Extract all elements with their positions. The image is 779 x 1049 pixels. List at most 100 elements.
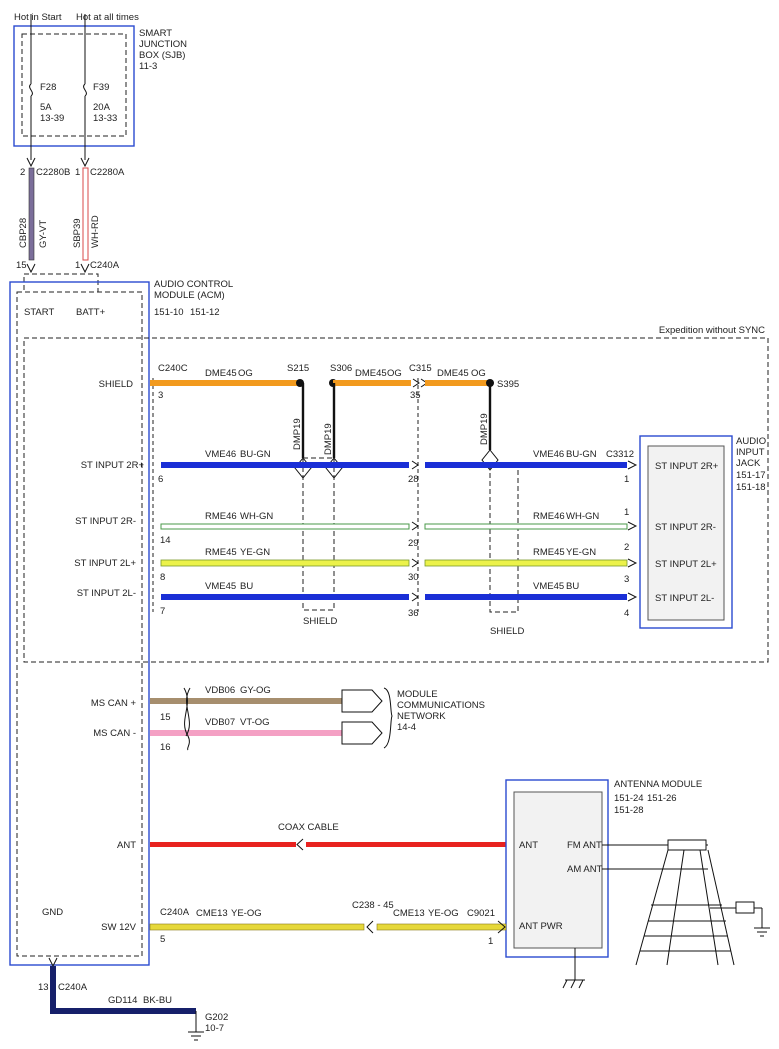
wire-cbp28-color: GY-VT [38, 220, 49, 248]
c240a-top-pin-a: 15 [16, 260, 27, 271]
wire-2l-minus-left [161, 594, 409, 600]
gnd-conn: C240A [58, 982, 88, 993]
wire-shield-3-circuit: DME45 [437, 368, 469, 379]
sjb-name-2: JUNCTION [139, 39, 187, 50]
sig-2lm-right-pin: 3 [624, 574, 629, 585]
gnd-id: G202 [205, 1012, 228, 1023]
sig-2rp-circuit-r: VME46 [533, 449, 564, 460]
antenna-pin-pwr: ANT PWR [519, 921, 563, 932]
splice-s215: S215 [287, 363, 309, 374]
sw12v-w2-circuit: CME13 [393, 908, 425, 919]
sig-2rm-color-r: WH-GN [566, 511, 599, 522]
gnd-ref: 10-7 [205, 1023, 224, 1034]
c315-name: C315 [409, 363, 432, 374]
fuse-f39-id: F39 [93, 82, 109, 93]
jack-name-3: JACK [736, 458, 761, 469]
jack-pin-2r-minus: ST INPUT 2R- [655, 522, 716, 533]
jack-conn: C3312 [606, 449, 634, 460]
sw12v-inline-conn: C238 - 45 [352, 900, 394, 911]
sjb-name-1: SMART [139, 28, 172, 39]
c3312-2rp-arrow-icon [627, 460, 638, 470]
sig-2rp-mid-pin: 28 [408, 474, 419, 485]
fuse-f28-icon [29, 83, 33, 97]
wire-shield-3-color: OG [471, 368, 486, 379]
jack-box [639, 435, 733, 629]
jack-ref-a: 151-17 [736, 470, 766, 481]
network-name-2: COMMUNICATIONS [397, 700, 485, 711]
acm-ref-b: 151-12 [190, 307, 220, 318]
acm-pin-2r-plus: ST INPUT 2R+ [81, 460, 145, 471]
wire-2l-minus-right [425, 594, 627, 600]
fuse-f28-rating: 5A [40, 102, 52, 113]
c315-arrow-icon [412, 378, 420, 388]
sig-2rm-right-pin: 1 [624, 507, 629, 518]
wire-shield-1-circuit: DME45 [205, 368, 237, 379]
splice-s306: S306 [330, 363, 352, 374]
wire-sbp39 [82, 167, 89, 261]
sig-2rp-left-pin: 6 [158, 474, 163, 485]
coax-connector-arrow-icon [296, 838, 304, 851]
network-name-3: NETWORK [397, 711, 446, 722]
sig-2lm-left-pin: 7 [160, 606, 165, 617]
jack-name-1: AUDIO [736, 436, 766, 447]
wire-shield-2-circuit: DME45 [355, 368, 387, 379]
sw12v-conn-a: C240A [160, 907, 190, 918]
sig-2lm-color-l: BU [240, 581, 253, 592]
antenna-grid-left-b [666, 849, 685, 966]
fm-element-icon [667, 839, 707, 851]
sig-2rp-circuit-l: VME46 [205, 449, 236, 460]
variant-label: Expedition without SYNC [659, 325, 765, 336]
wire-sw12v-2 [376, 923, 507, 931]
sig-2lm-circuit-r: VME45 [533, 581, 564, 592]
antenna-gnd-hatch-c [578, 979, 584, 989]
wire-2r-minus-left [160, 523, 410, 530]
shield-box-a [302, 457, 335, 611]
sig-2rm-mid-pin: 29 [408, 538, 419, 549]
wire-2r-plus-right [425, 462, 627, 468]
acm-pin-sw12v: SW 12V [101, 922, 137, 933]
mscan-minus-color: VT-OG [240, 717, 270, 728]
fuse-f39-icon [83, 83, 87, 97]
c3312-2rm-arrow-icon [627, 521, 638, 531]
antenna-module-inner [513, 791, 603, 949]
mscan-plus-color: GY-OG [240, 685, 271, 696]
antenna-pin-am: AM ANT [567, 864, 603, 875]
antenna-module-ref-a: 151-24 [614, 793, 644, 804]
acm-pin-2r-minus: ST INPUT 2R- [75, 516, 136, 527]
sig-2lm-circuit-l: VME45 [205, 581, 236, 592]
mscan-minus-network-arrow-icon [341, 721, 383, 745]
wire-coax-left [150, 842, 296, 847]
jack-ref-b: 151-18 [736, 482, 766, 493]
shield-box-b [489, 465, 519, 613]
sjb-feed-always: Hot at all times [76, 12, 139, 23]
sjb-box [13, 25, 135, 147]
wire-sbp39-circuit: SBP39 [72, 218, 83, 248]
sig-2lp-right-pin: 2 [624, 542, 629, 553]
wire-mscan-plus [150, 698, 342, 704]
antenna-resistor-icon [735, 901, 755, 914]
c315-pin: 35 [410, 390, 421, 401]
antenna-gnd-hatch-b [570, 979, 576, 989]
drain-b-label: DMP19 [323, 423, 334, 455]
network-brace-icon [383, 687, 393, 749]
mscan-minus-circuit: VDB07 [205, 717, 235, 728]
wire-sbp39-color: WH-RD [90, 215, 101, 248]
sig-2rp-color-l: BU-GN [240, 449, 271, 460]
c2280b-pin: 2 [20, 167, 25, 178]
shield-pin: 3 [158, 390, 163, 401]
sig-2rm-color-l: WH-GN [240, 511, 273, 522]
acm-pin-2l-plus: ST INPUT 2L+ [74, 558, 136, 569]
shield-box-b-label: SHIELD [490, 626, 524, 637]
c2280b-name: C2280B [36, 167, 70, 178]
gnd-pin: 13 [38, 982, 49, 993]
wire-gnd-vertical [50, 966, 56, 1014]
wire-shield-2-color: OG [387, 368, 402, 379]
c315-2lm-arrow-icon [411, 592, 419, 602]
acm-box [9, 281, 150, 966]
antenna-module-ref-b: 151-26 [647, 793, 677, 804]
acm-name-1: AUDIO CONTROL [154, 279, 233, 290]
twisted-pair-icon [183, 687, 190, 751]
c315-2rp-arrow-icon [411, 460, 419, 470]
c3312-2lp-arrow-icon [627, 558, 638, 568]
